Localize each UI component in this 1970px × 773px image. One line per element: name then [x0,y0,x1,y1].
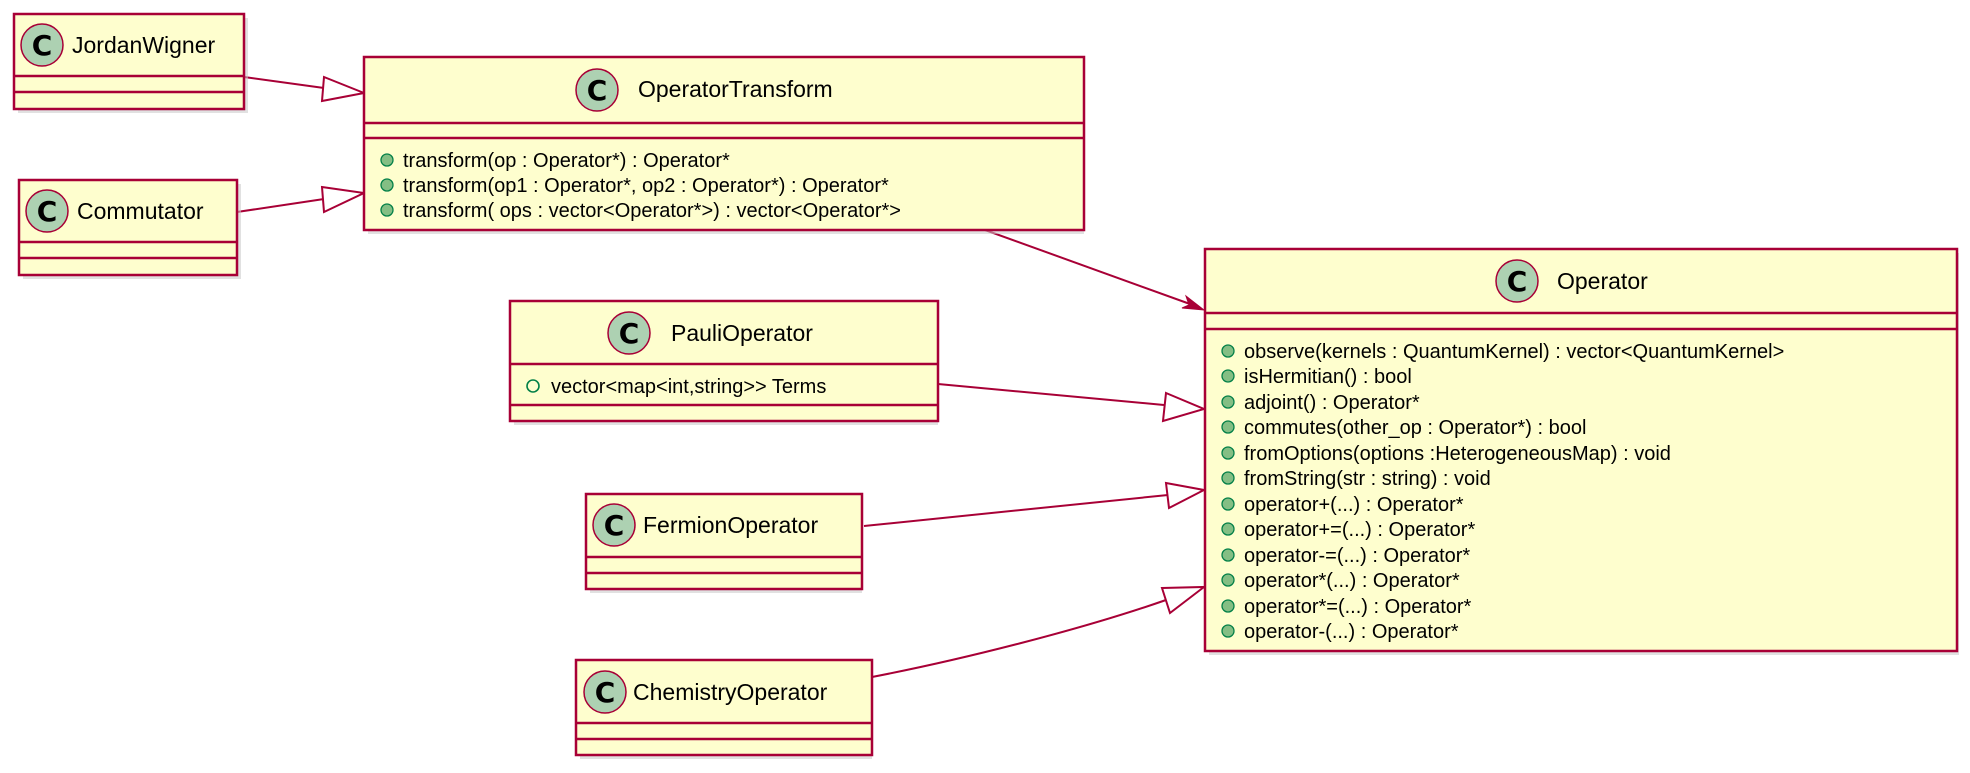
class-icon-letter: C [604,509,625,542]
class-icon [607,311,651,355]
class-icon [20,23,64,67]
inheritance-arrowhead [320,185,368,214]
public-method-marker [380,203,394,217]
class-member: adjoint() : Operator* [1244,392,1420,414]
association-arrowhead [1181,294,1206,311]
public-method-marker [1221,624,1235,638]
public-field-marker [526,379,540,393]
class-member: operator*=(...) : Operator* [1244,596,1472,618]
class-member: isHermitian() : bool [1244,366,1412,388]
public-method-marker [1221,522,1235,536]
public-method-marker [1221,446,1235,460]
class-commutator: C Commutator [17,178,241,279]
class-name: Operator [1557,268,1648,294]
class-icon-letter: C [619,317,640,350]
public-method-marker [380,153,394,167]
class-icon [25,189,69,233]
class-member: transform(op : Operator*) : Operator* [403,150,730,172]
class-name: FermionOperator [643,512,818,538]
class-icon-letter: C [587,74,608,107]
class-jordanwigner: C JordanWigner [12,12,248,113]
class-operatortransform: C OperatorTransform transform(op : Opera… [362,55,1086,234]
class-fermionoperator: C FermionOperator [584,492,864,593]
class-member: operator-(...) : Operator* [1244,621,1459,643]
class-name: PauliOperator [671,320,813,346]
inheritance-arrowhead [320,75,368,103]
public-method-marker [1221,471,1235,485]
class-chemistryoperator: C ChemistryOperator [574,658,874,759]
inheritance-arrowhead [1164,481,1208,510]
class-member: commutes(other_op : Operator*) : bool [1244,417,1586,439]
edge-jordanwigner-to-operatortransform [243,76,325,89]
class-operator: C Operator observe(kernels : QuantumKern… [1203,247,1959,655]
public-method-marker [1221,344,1235,358]
public-method-marker [1221,599,1235,613]
class-member: transform( ops : vector<Operator*>) : ve… [403,200,901,222]
class-member: fromString(str : string) : void [1244,468,1491,490]
edge-chemistryoperator-to-operator [871,599,1167,678]
class-paulioperator: C PauliOperator vector<map<int,string>> … [508,299,940,425]
public-method-marker [1221,420,1235,434]
public-method-marker [1221,548,1235,562]
class-name: Commutator [77,198,204,224]
edge-commutator-to-operatortransform [236,198,325,213]
edge-paulioperator-to-operator [937,383,1165,406]
class-member: operator*(...) : Operator* [1244,570,1460,592]
class-name: ChemistryOperator [633,679,828,705]
class-icon-letter: C [37,195,58,228]
edge-operatortransform-to-operator [984,229,1191,305]
public-method-marker [1221,369,1235,383]
class-member: transform(op1 : Operator*, op2 : Operato… [403,175,889,197]
class-name: OperatorTransform [638,76,833,102]
class-icon [575,68,619,112]
class-member: operator+(...) : Operator* [1244,494,1464,516]
class-icon-letter: C [1507,265,1528,298]
class-icon-letter: C [595,676,616,709]
class-icon [583,670,627,714]
class-box [574,658,874,757]
class-member: vector<map<int,string>> Terms [551,376,826,398]
relations [236,75,1208,678]
class-name: JordanWigner [72,32,216,58]
inheritance-arrowhead [1161,391,1207,423]
class-icon-letter: C [32,29,53,62]
class-box [1203,247,1959,653]
edge-fermionoperator-to-operator [863,494,1169,527]
public-method-marker [380,178,394,192]
class-icon [1495,259,1539,303]
class-box [508,299,940,423]
class-member: operator-=(...) : Operator* [1244,545,1470,567]
inheritance-arrowhead [1160,585,1208,615]
class-member: fromOptions(options :HeterogeneousMap) :… [1244,443,1671,465]
class-member: observe(kernels : QuantumKernel) : vecto… [1244,341,1784,363]
class-box [362,55,1086,232]
public-method-marker [1221,395,1235,409]
public-method-marker [1221,497,1235,511]
class-member: operator+=(...) : Operator* [1244,519,1475,541]
class-icon [592,503,636,547]
public-method-marker [1221,573,1235,587]
